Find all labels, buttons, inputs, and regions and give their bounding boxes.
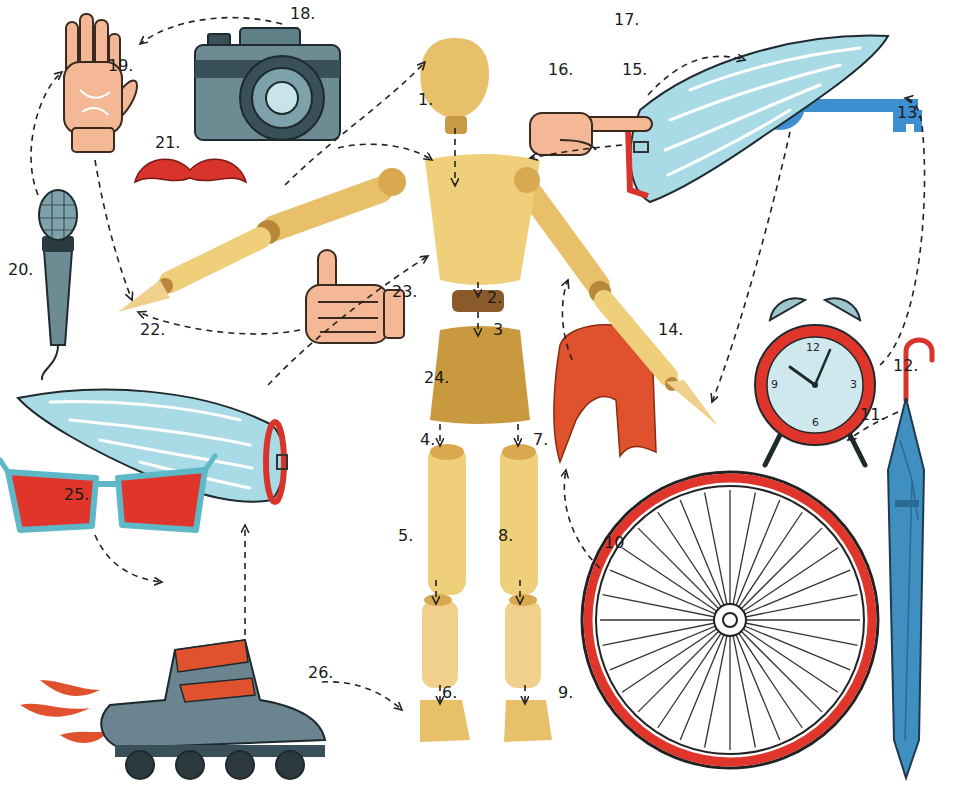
callout-number: 25.: [64, 487, 89, 503]
callout-number: 22.: [140, 322, 165, 338]
callout-number: 3: [493, 322, 503, 338]
callout-number: 13.: [897, 105, 922, 121]
callout-number: 14.: [658, 322, 683, 338]
callout-number: 17.: [614, 12, 639, 28]
bicycle-wheel: [582, 472, 878, 768]
callout-number: 7.: [533, 432, 548, 448]
rollerblade: [20, 640, 325, 779]
wooden-mannequin: [118, 38, 718, 742]
microphone: [39, 190, 77, 380]
callout-number: 15.: [622, 62, 647, 78]
moustache: [135, 159, 246, 182]
callout-number: 19.: [108, 58, 133, 74]
open-hand: [64, 14, 142, 152]
callout-number: 2.: [487, 290, 502, 306]
callout-number: 20.: [8, 262, 33, 278]
thumbs-up-hand: [306, 250, 404, 343]
callout-number: 4.: [420, 432, 435, 448]
clock-numeral: 9: [771, 379, 778, 390]
callout-number: 11.: [860, 407, 885, 423]
callout-number: 8.: [498, 528, 513, 544]
callout-number: 9.: [558, 685, 573, 701]
umbrella: [888, 340, 932, 778]
camera: [195, 28, 340, 140]
leader-arrows: [31, 18, 925, 710]
sunglasses: [0, 456, 215, 530]
callout-number: 21.: [155, 135, 180, 151]
callout-number: 5.: [398, 528, 413, 544]
callout-number: 12.: [893, 358, 918, 374]
clock-numeral: 3: [850, 379, 857, 390]
callout-number: 16.: [548, 62, 573, 78]
callout-number: 26.: [308, 665, 333, 681]
callout-number: 6.: [442, 685, 457, 701]
clock-numeral: 12: [806, 342, 820, 353]
alarm-clock: [755, 298, 875, 465]
clock-numeral: 6: [812, 417, 819, 428]
callout-number: 10: [604, 535, 624, 551]
callout-number: 18.: [290, 6, 315, 22]
pointing-hand: [530, 113, 652, 155]
callout-number: 24.: [424, 370, 449, 386]
callout-number: 1.: [418, 92, 433, 108]
callout-number: 23.: [392, 284, 417, 300]
wing: [628, 36, 888, 202]
